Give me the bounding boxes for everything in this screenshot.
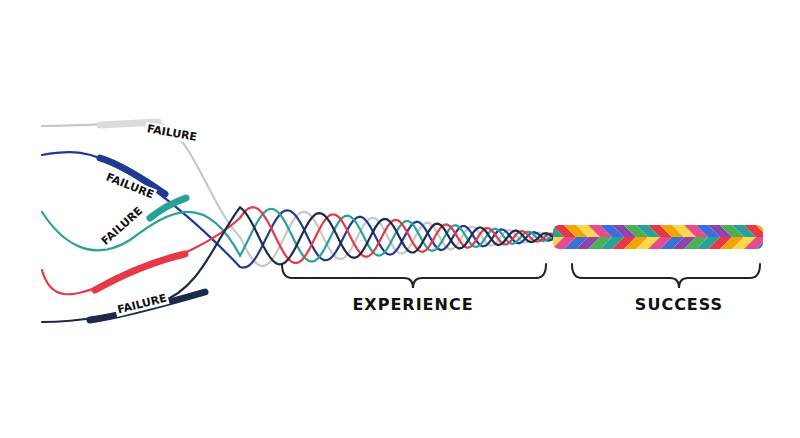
braid-strand: [756, 237, 763, 249]
failure-segments: [90, 122, 205, 320]
braided-rope: [553, 225, 763, 249]
stage-label: SUCCESS: [635, 295, 723, 315]
wires: [42, 122, 558, 322]
braid-strand: [756, 225, 763, 237]
wire: [42, 152, 558, 268]
brackets: [282, 264, 760, 288]
experience-bracket: [282, 264, 546, 288]
failure-segment: [90, 292, 205, 320]
wire: [42, 122, 558, 266]
failure-segment: [150, 198, 186, 218]
success-bracket: [572, 264, 760, 288]
failure-segment: [95, 254, 185, 290]
stage-label: EXPERIENCE: [352, 295, 473, 315]
